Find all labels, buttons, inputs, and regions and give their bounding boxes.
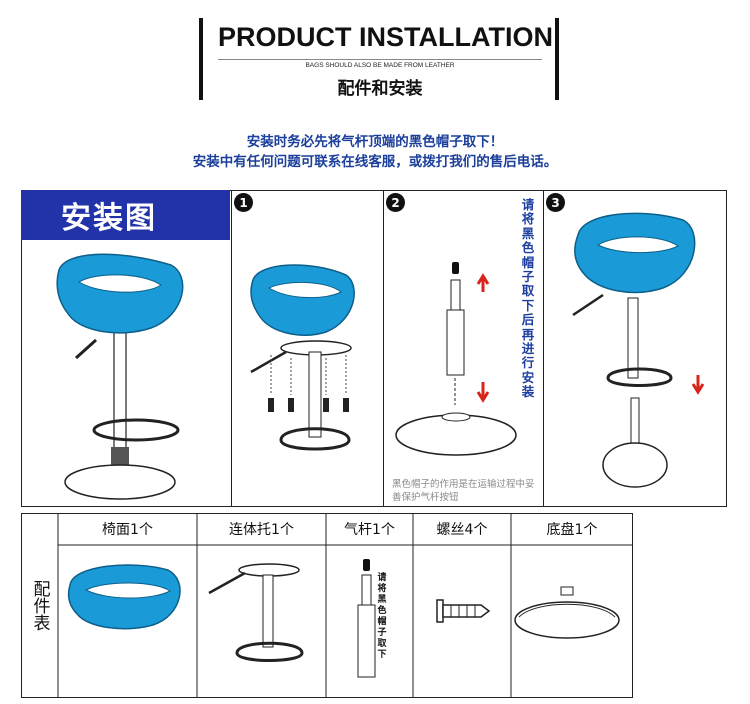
part-label-screws: 螺丝4个 (436, 522, 488, 538)
step-2-vertical-note: 请将黑色帽子取下后再进行安装 (521, 197, 535, 400)
part-label-seat: 椅面1个 (102, 522, 153, 538)
page-title-chinese: 配件和安装 (337, 79, 423, 99)
assembled-stool-illustration (56, 253, 184, 500)
step-2-illustration (395, 262, 517, 456)
part-gas-rod-illustration (357, 559, 376, 678)
cap-purpose-note: 黑色帽子的作用是在运输过程中妥善保护气杆按钮 (392, 479, 535, 503)
notice-line-1: 安装时务必先将气杆顶端的黑色帽子取下！ (246, 134, 504, 150)
step-2-number: 2 (386, 193, 405, 212)
step-3-illustration (572, 212, 705, 488)
part-label-support: 连体托1个 (229, 522, 294, 538)
part-label-base: 底盘1个 (546, 522, 598, 538)
part-support-illustration (208, 563, 304, 662)
gas-rod-cap-note: 请将黑色帽子取下 (377, 573, 387, 660)
step-1-number: 1 (234, 193, 253, 212)
step-3-number: 3 (546, 193, 565, 212)
diagram-title: 安装图 (21, 190, 230, 240)
part-base-illustration (514, 586, 620, 639)
step-1-illustration (250, 264, 355, 451)
part-screw-illustration (436, 599, 491, 623)
parts-table-grid (57, 513, 633, 698)
header-left-bar (199, 18, 203, 100)
part-label-gas-rod: 气杆1个 (344, 522, 395, 538)
parts-side-label: 配件表 (29, 580, 50, 631)
header-right-bar (555, 18, 559, 100)
page-subtitle: BAGS SHOULD ALSO BE MADE FROM LEATHER (218, 59, 542, 69)
page-title: PRODUCT INSTALLATION (218, 22, 553, 52)
part-seat-illustration (67, 564, 181, 630)
notice-line-2: 安装中有任何问题可联系在线客服，或拨打我们的售后电话。 (192, 154, 558, 170)
